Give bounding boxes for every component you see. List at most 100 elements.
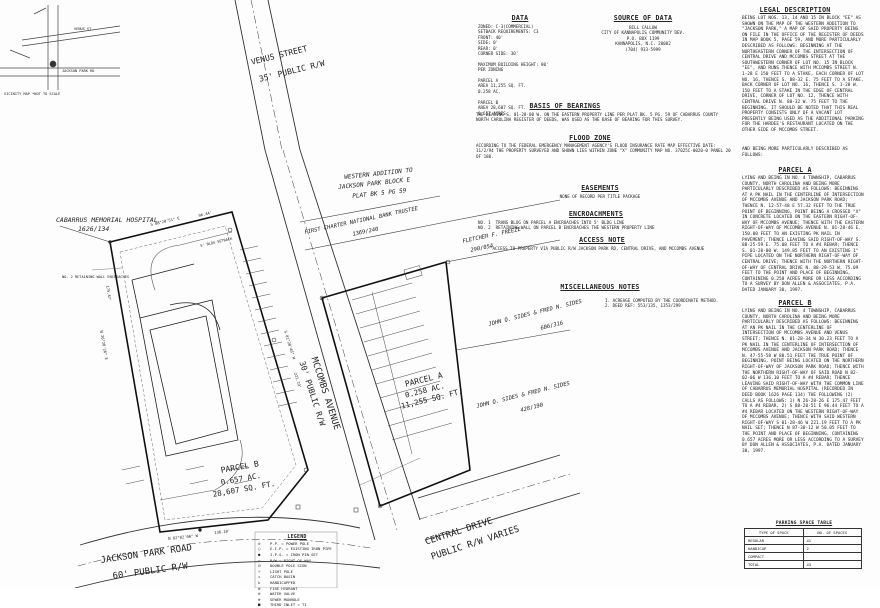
data-text: ZONED: C-3(COMMERCIAL) SETBACK REQUIREME…	[478, 24, 549, 116]
parking-count-cell: 41	[802, 536, 862, 545]
label-hospital-ref: 1626/134	[78, 225, 110, 233]
parking-type-cell: COMPACT	[744, 552, 804, 561]
mccombs-avenue-row	[264, 149, 421, 541]
easements-text: NONE OF RECORD PER TITLE PACKAGE	[559, 194, 641, 199]
legend-item: ● I.P.S. = IRON PIN SET	[258, 552, 336, 558]
parking-col-count: NO. OF SPACES	[802, 528, 862, 537]
legend-item: — R/W = RIGHT-OF-WAY	[258, 558, 336, 564]
legend-heading: LEGEND	[287, 534, 307, 540]
legend-symbol-icon: ●	[258, 551, 261, 557]
parcel-a-legal-heading: PARCEL A	[778, 166, 812, 174]
utility-symbols	[108, 227, 451, 532]
bearings-text: THE BEARING S. 01-28-00 W. ON THE EASTER…	[476, 112, 721, 123]
easements-heading: EASEMENTS	[581, 184, 619, 192]
neighbor-lot-lines	[59, 195, 571, 351]
flood-text: ACCORDING TO THE FEDERAL EMERGENCY MANAG…	[476, 143, 734, 159]
jackson-park-road-row	[74, 516, 381, 588]
legend-items: ⊙ P.P. = POWER POLE ○ E.I.P. = EXISTING IRO…	[258, 541, 336, 608]
parking-type-cell: TOTAL	[744, 560, 804, 569]
parcel-b-boundary	[109, 211, 309, 533]
vicinity-street-jackson: JACKSON PARK RD	[62, 69, 95, 73]
encroachments-heading: ENCROACHMENTS	[568, 210, 624, 218]
legend-item: ○ E.I.P. = EXISTING IRON PIPE	[258, 547, 336, 553]
legend-item: ♿ HANDICAPPED	[258, 580, 336, 586]
parking-col-type: TYPE OF SPACE	[744, 528, 804, 537]
label-retaining-wall: NO. 2 RETAINING WALL ENCROACHES	[62, 275, 130, 279]
label-hospital: CABARRUS MEMORIAL HOSPITAL	[56, 216, 158, 224]
parcel-b-drive	[150, 231, 243, 501]
legend: LEGEND ⊙ P.P. = POWER POLE ○ E.I.P. = EXIST…	[258, 534, 336, 608]
misc-text: 1. ACREAGE COMPUTED BY THE COORDINATE ME…	[605, 298, 719, 309]
legend-label: R/W = RIGHT-OF-WAY	[270, 557, 312, 563]
legend-label: HANDICAPPED	[270, 579, 296, 585]
vicinity-map	[0, 5, 121, 90]
venus-street-row	[234, 0, 301, 151]
legend-label: LIGHT POLE	[270, 568, 293, 574]
legend-item: ⊡ DOUBLE POLE SIGN	[258, 563, 336, 569]
parking-table-block: PARKING SPACE TABLE TYPE OF SPACE NO. OF…	[744, 521, 864, 569]
data-heading: DATA	[511, 14, 529, 22]
legend-label: E.I.P. = EXISTING IRON PIPE	[270, 546, 332, 552]
source-text: BILL CALLOW CITY OF KANNAPOLIS COMMUNITY…	[601, 25, 685, 52]
legend-symbol-icon: ♿	[258, 579, 261, 585]
parking-type-cell: HANDICAP	[744, 544, 804, 553]
parcel-b-setback	[119, 225, 297, 521]
parking-count-cell	[802, 552, 862, 561]
legal-intro: BEING LOT NOS. 13, 14 AND 15 IN BLOCK "E…	[742, 16, 867, 133]
parcel-b-legal-text: LYING AND BEING IN NO. 4 TOWNSHIP, CABAR…	[742, 309, 867, 454]
legend-label: CATCH BASIN	[270, 574, 296, 580]
legend-symbol-icon: —	[258, 557, 261, 563]
parcel-b-legal-heading: PARCEL B	[778, 299, 812, 307]
flood-heading: FLOOD ZONE	[569, 134, 611, 142]
parking-count-cell: 2	[802, 544, 862, 553]
legend-label: I.P.S. = IRON PIN SET	[270, 551, 319, 557]
legal-heading: LEGAL DESCRIPTION	[759, 6, 831, 14]
legal-more: AND BEING MORE PARTICULARLY DESCRIBED AS…	[742, 147, 851, 158]
legend-label: THIRD INLET = TI	[270, 602, 307, 608]
site-plan-drawing	[0, 0, 581, 588]
legend-symbol-icon: ▫	[258, 574, 261, 580]
misc-heading: MISCELLANEOUS NOTES	[560, 283, 640, 291]
legend-symbol-icon: ⊘	[258, 591, 261, 597]
parcel-a-boundary	[321, 260, 471, 508]
legend-item: ☼ LIGHT POLE	[258, 569, 336, 575]
access-heading: ACCESS NOTE	[579, 236, 625, 244]
legend-item: ▫ CATCH BASIN	[258, 575, 336, 581]
legend-item: ⊙ P.P. = POWER POLE	[258, 541, 336, 547]
parcel-b-building	[131, 263, 239, 457]
central-drive-row	[417, 454, 581, 541]
parking-type-cell: REGULAR	[744, 536, 804, 545]
legend-item: ■ THIRD INLET = TI	[258, 603, 336, 608]
parcel-a-parking-stalls	[351, 265, 453, 455]
vicinity-street-venus: VENUS ST	[74, 27, 92, 31]
legend-label: FIRE HYDRANT	[270, 585, 298, 591]
source-heading: SOURCE OF DATA	[613, 14, 673, 22]
legend-symbol-icon: ○	[258, 546, 261, 552]
legend-label: DOUBLE POLE SIGN	[270, 563, 307, 569]
legend-label: SEWER MANHOLE	[270, 596, 300, 602]
bearings-heading: BASIS OF BEARINGS	[529, 102, 601, 110]
legend-symbol-icon: ⊡	[258, 563, 261, 569]
parcel-b-parking-stalls	[121, 245, 298, 485]
legend-symbol-icon: ⊙	[258, 540, 261, 546]
legend-symbol-icon: ⊕	[258, 596, 261, 602]
parking-heading: PARKING SPACE TABLE	[775, 521, 833, 526]
legend-symbol-icon: ☼	[258, 568, 261, 574]
leader-lines	[91, 267, 421, 486]
legend-frame	[254, 531, 338, 588]
legend-label: WATER VALVE	[270, 591, 296, 597]
access-text: "ACCESS TO PROPERTY VIA PUBLIC R/W JACKS…	[490, 246, 705, 251]
encroachments-text: NO. 1 TRANS BLOG ON PARCEL A ENCROACHES …	[478, 220, 655, 231]
legend-symbol-icon: ⊗	[258, 585, 261, 591]
legend-symbol-icon: ■	[258, 602, 261, 608]
parking-count-cell: 43	[802, 560, 862, 569]
table-row: COMPACT	[744, 552, 862, 561]
vicinity-caption: VICINITY MAP *NOT TO SCALE	[4, 92, 61, 96]
parcel-a-legal-text: LYING AND BEING IN NO. 4 TOWNSHIP, CABAR…	[742, 176, 867, 293]
legend-label: P.P. = POWER POLE	[270, 540, 309, 546]
